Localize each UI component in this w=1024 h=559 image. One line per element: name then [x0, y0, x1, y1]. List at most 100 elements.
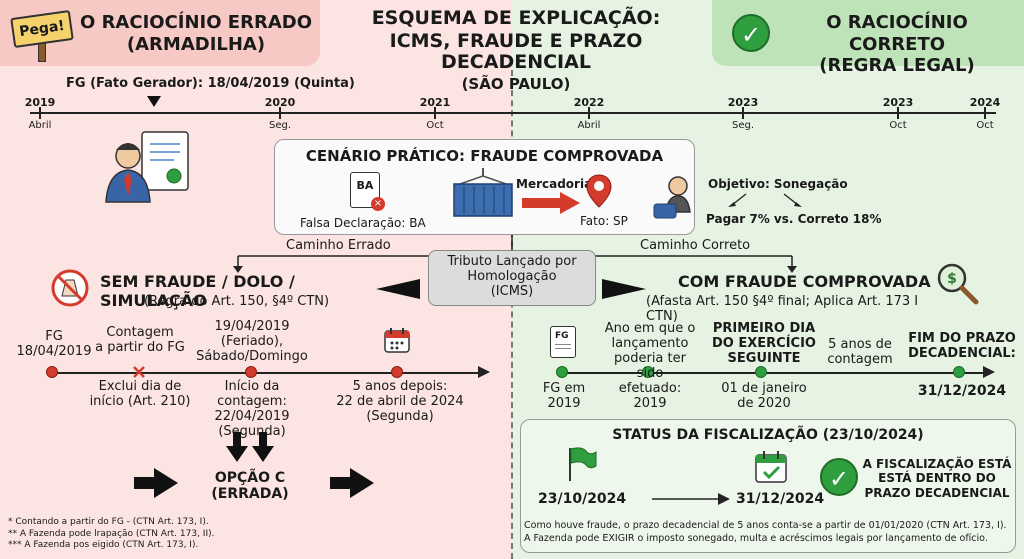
wrong-reasoning-header: O RACIOCÍNIO ERRADO (ARMADILHA) [78, 12, 314, 55]
timeline-month-label: Abril [28, 120, 52, 131]
doc-line [555, 348, 571, 349]
objective-arrows [728, 193, 802, 207]
calendar-check-icon [755, 451, 787, 483]
timeline-tick [588, 107, 590, 119]
scenario-title: CENÁRIO PRÁTICO: FRAUDE COMPROVADA [305, 147, 664, 165]
calendar-icon [384, 328, 410, 353]
status-verdict: A FISCALIZAÇÃO ESTÁ ESTÁ DENTRO DO PRAZO… [862, 457, 1012, 500]
left-step-start-label: Início da contagem: 22/04/2019 (Segunda) [214, 379, 290, 439]
status-note: Como houve fraude, o prazo decadencial d… [524, 519, 1014, 546]
timeline-month-label: Oct [976, 120, 994, 131]
container-icon [453, 168, 513, 217]
exclude-x-icon [133, 366, 145, 378]
main-timeline-line [30, 112, 996, 114]
fg-marker-icon [147, 96, 161, 107]
left-step-dot-3 [245, 366, 257, 378]
right-step-dot-4 [953, 366, 965, 378]
timeline-tick [279, 107, 281, 119]
footnote-3: *** A Fazenda pos eigido (CTN Art. 173, … [8, 540, 199, 551]
center-divider [511, 70, 513, 559]
left-step-fg: FG 18/04/2019 [16, 329, 92, 359]
right-step-jan-label: 01 de janeiro de 2020 [721, 381, 807, 411]
timeline-tick [39, 107, 41, 119]
timeline-year-label: 2020 [264, 96, 296, 109]
status-arrow-icon [652, 493, 730, 505]
merchandise-label: Mercadoria [516, 177, 593, 191]
left-step-count-label: Contagem a partir do FG [95, 325, 185, 355]
status-check-icon: ✓ [820, 458, 858, 496]
right-step-five-years-label: 5 anos de contagem [827, 337, 893, 367]
status-card [520, 419, 1016, 553]
tribute-line2: Homologação [467, 269, 557, 284]
svg-text:$: $ [947, 271, 957, 287]
down-arrows-icon [226, 432, 274, 462]
fact-label: Fato: SP [580, 214, 628, 228]
left-step-five-years-label: 5 anos depois: 22 de abril de 2024 (Segu… [336, 379, 464, 424]
check-glyph: ✓ [740, 21, 762, 49]
title-line2: ICMS, FRAUDE E PRAZO DECADENCIAL [389, 29, 643, 73]
timeline-year-label: 2022 [573, 96, 605, 109]
error-badge-icon: × [371, 197, 385, 211]
status-check-glyph: ✓ [828, 465, 850, 493]
option-arrow-left-icon [134, 468, 178, 498]
red-arrow-icon [522, 192, 580, 214]
option-arrow-right-icon [330, 468, 374, 498]
status-title: STATUS DA FISCALIZAÇÃO (23/10/2024) [612, 427, 924, 443]
fraud-proven-subheading: (Afasta Art. 150 §4º final; Aplica Art. … [646, 294, 919, 324]
right-step-end-label: FIM DO PRAZO DECADENCIAL: [908, 331, 1016, 361]
right-step-first-day-label: PRIMEIRO DIA DO EXERCÍCIO SEGUINTE [712, 321, 816, 366]
timeline-year-label: 2023 [727, 96, 759, 109]
timeline-tick [434, 107, 436, 119]
check-icon: ✓ [732, 14, 770, 52]
path-wrong-label: Caminho Errado [286, 238, 391, 253]
correct-reasoning-header: O RACIOCÍNIO CORRETO (REGRA LEGAL) [776, 12, 1018, 77]
option-c-label: OPÇÃO C (ERRADA) [190, 470, 310, 502]
timeline-year-label: 2024 [969, 96, 1001, 109]
no-fraud-subheading: (Regra do Art. 150, §4º CTN) [144, 294, 330, 309]
left-step-dot-1 [46, 366, 58, 378]
fraud-proven-heading: COM FRAUDE COMPROVADA [678, 272, 931, 291]
green-flag-icon [569, 447, 597, 481]
person-money-icon [653, 176, 691, 219]
right-step-dot-2 [642, 366, 654, 378]
status-date-from: 23/10/2024 [538, 491, 627, 507]
right-step-effected-label: efetuado: 2019 [618, 381, 682, 411]
right-step-end-date: 31/12/2024 [917, 383, 1007, 399]
false-declaration-label: Falsa Declaração: BA [300, 216, 426, 230]
left-step-exclude-label: Exclui dia de início (Art. 210) [89, 379, 191, 409]
wrong-header-line1: O RACIOCÍNIO ERRADO [80, 12, 312, 33]
fg-label: FG (Fato Gerador): 18/04/2019 (Quinta) [66, 76, 355, 91]
page-title: ESQUEMA DE EXPLICAÇÃO: ICMS, FRAUDE E PR… [330, 8, 702, 92]
title-line3: (SÃO PAULO) [461, 74, 571, 93]
timeline-month-label: Abril [577, 120, 601, 131]
left-timeline-line [50, 372, 480, 374]
timeline-year-label: 2019 [24, 96, 56, 109]
status-note-line1: Como houve fraude, o prazo decadencial d… [524, 520, 1007, 531]
right-step-dot-1 [556, 366, 568, 378]
timeline-tick [984, 107, 986, 119]
option-c-line2: (ERRADA) [211, 486, 289, 503]
rate-comparison-label: Pagar 7% vs. Correto 18% [706, 212, 882, 226]
timeline-month-label: Seg. [731, 120, 755, 131]
doc-line [555, 344, 571, 345]
person-document-icon [105, 131, 189, 203]
right-timeline-arrow [983, 366, 995, 378]
timeline-month-label: Oct [889, 120, 907, 131]
tribute-line1: Tributo Lançado por [447, 254, 577, 269]
title-line1: ESQUEMA DE EXPLICAÇÃO: [371, 7, 661, 29]
tribute-line3: (ICMS) [490, 284, 534, 299]
objective-label: Objetivo: Sonegação [708, 177, 848, 191]
correct-header-line1: O RACIOCÍNIO CORRETO [826, 12, 968, 55]
left-step-holiday-label: 19/04/2019 (Feriado), Sábado/Domingo [196, 319, 308, 364]
right-step-fg-label: FG em 2019 [542, 381, 586, 411]
path-right-label: Caminho Correto [640, 238, 751, 253]
no-fraud-heading: SEM FRAUDE / DOLO / SIMULAÇÃO [100, 272, 295, 310]
ba-document-icon: BA × [350, 172, 385, 211]
right-timeline-line [560, 372, 985, 374]
status-date-to: 31/12/2024 [736, 491, 825, 507]
status-note-line2: A Fazenda pode EXIGIR o imposto sonegado… [524, 533, 988, 545]
right-step-year-label: Ano em que o lançamento poderia ter sido [604, 321, 696, 381]
left-step-dot-4 [391, 366, 403, 378]
right-step-dot-3 [755, 366, 767, 378]
wrong-header-line2: (ARMADILHA) [126, 33, 266, 55]
